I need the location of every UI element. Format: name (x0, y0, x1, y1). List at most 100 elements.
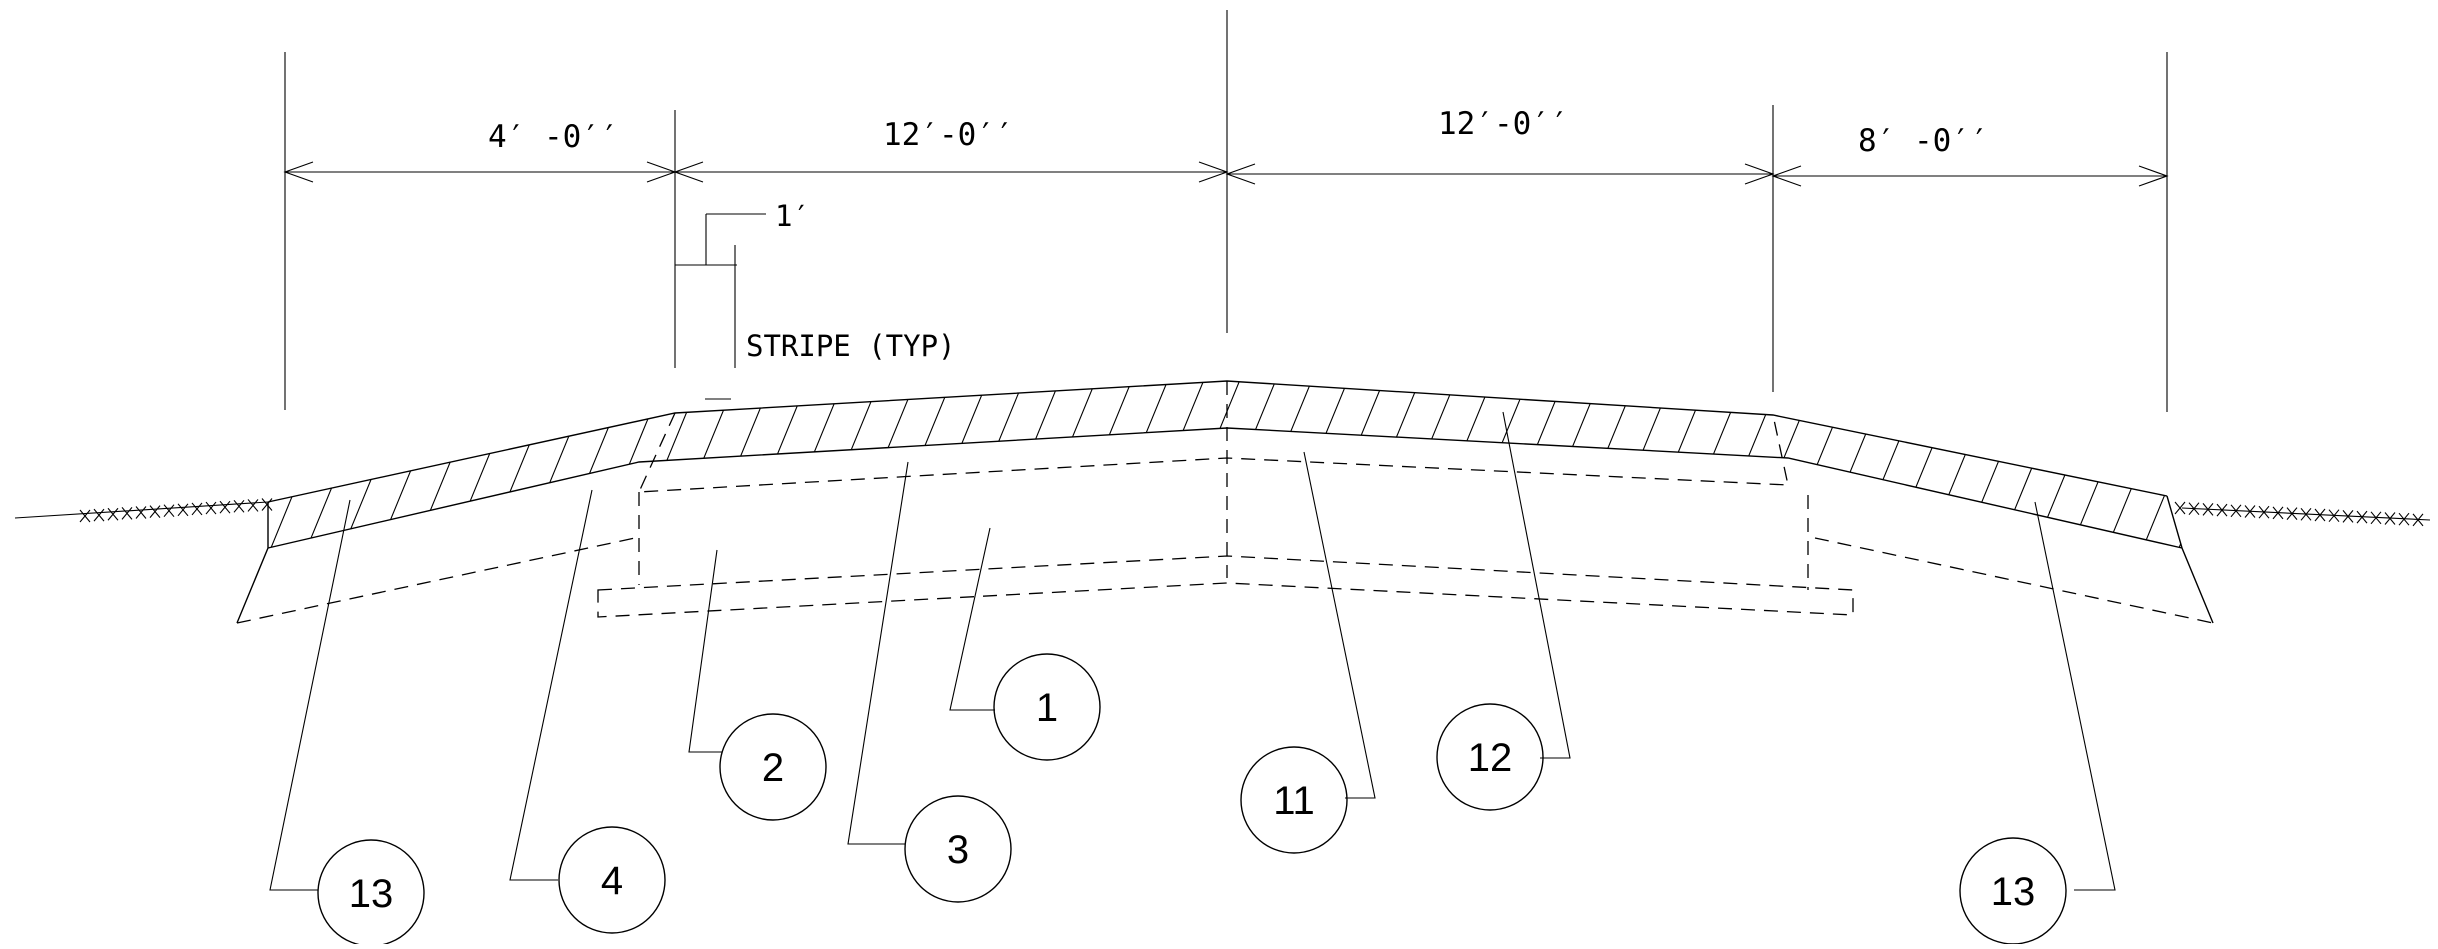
hatch-stroke (1237, 381, 1317, 548)
hatch-stroke (481, 381, 561, 548)
callout-13-right: 13 (1959, 837, 2067, 945)
hatch-stroke (1381, 381, 1461, 548)
ground-mark (2398, 512, 2410, 526)
ground-mark (2356, 510, 2368, 524)
ground-mark (2342, 510, 2354, 523)
hatch-stroke (409, 381, 489, 548)
hatch-stroke (517, 381, 597, 548)
hatch-stroke (268, 381, 345, 548)
dim-right-shoulder: 8′ -0′′ (1858, 123, 1989, 159)
callout-13-left: 13 (317, 839, 425, 947)
base-course-lines (236, 381, 2214, 624)
hatch-stroke (1021, 381, 1101, 548)
side-slopes (14, 495, 2431, 624)
hatch-stroke (1849, 381, 1929, 548)
ground-mark (2314, 508, 2326, 522)
hatch-stroke (1597, 381, 1677, 548)
extension-lines (284, 10, 2168, 412)
callout-label: 13 (349, 872, 394, 916)
callout-1: 1 (993, 653, 1101, 761)
hatch-stroke (2065, 381, 2145, 548)
hatch-stroke (2101, 381, 2181, 548)
hatch-stroke (805, 381, 885, 548)
callout-label: 3 (947, 828, 969, 872)
ground-mark (191, 502, 203, 516)
ground-mark (2188, 502, 2200, 516)
hatch-stroke (553, 381, 633, 548)
ground-mark (2328, 509, 2340, 523)
hatch-stroke (733, 381, 813, 548)
ground-mark (2216, 503, 2228, 517)
hatch-stroke (1057, 381, 1137, 548)
ground-mark (135, 506, 147, 519)
ground-mark (233, 499, 245, 513)
ground-mark (219, 500, 231, 514)
callout-label: 13 (1991, 870, 2036, 914)
ground-marks-right (2174, 501, 2424, 527)
hatch-stroke (1273, 381, 1353, 548)
callout-label: 1 (1036, 686, 1058, 730)
hatch-stroke (1129, 381, 1209, 548)
hatch-stroke (985, 381, 1065, 548)
hatch-stroke (1813, 381, 1893, 548)
asphalt-surface-layer (267, 370, 2324, 560)
ground-mark (2412, 513, 2424, 527)
callout-label: 2 (762, 746, 784, 790)
dim-right-lane: 12′-0′′ (1438, 106, 1569, 142)
hatch-stroke (1525, 381, 1605, 548)
ground-mark (2272, 506, 2284, 520)
ground-mark (2300, 507, 2312, 521)
ground-mark (2230, 504, 2242, 518)
ground-marks-left (79, 498, 273, 523)
hatch-stroke (2173, 381, 2182, 548)
ground-mark (107, 507, 119, 521)
hatch-stroke (1633, 381, 1713, 548)
ground-mark (149, 505, 161, 518)
ground-mark (2384, 512, 2396, 525)
ground-mark (2286, 507, 2298, 520)
ground-mark (2258, 505, 2270, 519)
hatch-stroke (337, 381, 417, 548)
ground-mark (163, 504, 175, 518)
hatch-stroke (2246, 370, 2324, 560)
hatch-stroke (1885, 381, 1965, 548)
ground-mark (261, 498, 273, 511)
callout-label: 4 (601, 859, 623, 903)
hatch-stroke (841, 381, 921, 548)
stripe-note: STRIPE (TYP) (746, 329, 956, 363)
hatch-stroke (2210, 370, 2288, 560)
ground-mark (2370, 511, 2382, 525)
dim-left-lane: 12′-0′′ (883, 117, 1014, 153)
leader-lines (269, 411, 2116, 891)
hatch-stroke (769, 381, 849, 548)
hatch-stroke (625, 381, 705, 548)
hatch-stroke (1309, 381, 1389, 548)
ground-mark (177, 503, 189, 517)
hatch-stroke (1561, 381, 1641, 548)
callout-11: 11 (1240, 746, 1348, 854)
hatch-stroke (1165, 381, 1245, 548)
hatch-stroke (1201, 381, 1281, 548)
ground-mark (121, 507, 133, 520)
callout-label: 11 (1273, 779, 1315, 823)
callout-label: 12 (1468, 736, 1513, 780)
ground-mark (2174, 501, 2186, 515)
hatch-stroke (1705, 381, 1785, 548)
hatch-stroke (1417, 381, 1497, 548)
stripe-width-label: 1′ (775, 199, 810, 233)
ground-mark (79, 509, 91, 523)
stripe-detail (675, 213, 766, 400)
hatch-stroke (2029, 381, 2109, 548)
callout-2: 2 (719, 713, 827, 821)
hatch-stroke (268, 381, 309, 548)
ground-mark (205, 501, 217, 515)
dim-left-shoulder: 4′ -0′′ (488, 119, 619, 155)
hatch-stroke (1453, 381, 1533, 548)
hatch-stroke (1921, 381, 2001, 548)
ground-mark (2244, 505, 2256, 518)
hatch-stroke (1669, 381, 1749, 548)
hatch-stroke (445, 381, 525, 548)
callout-3: 3 (904, 795, 1012, 903)
